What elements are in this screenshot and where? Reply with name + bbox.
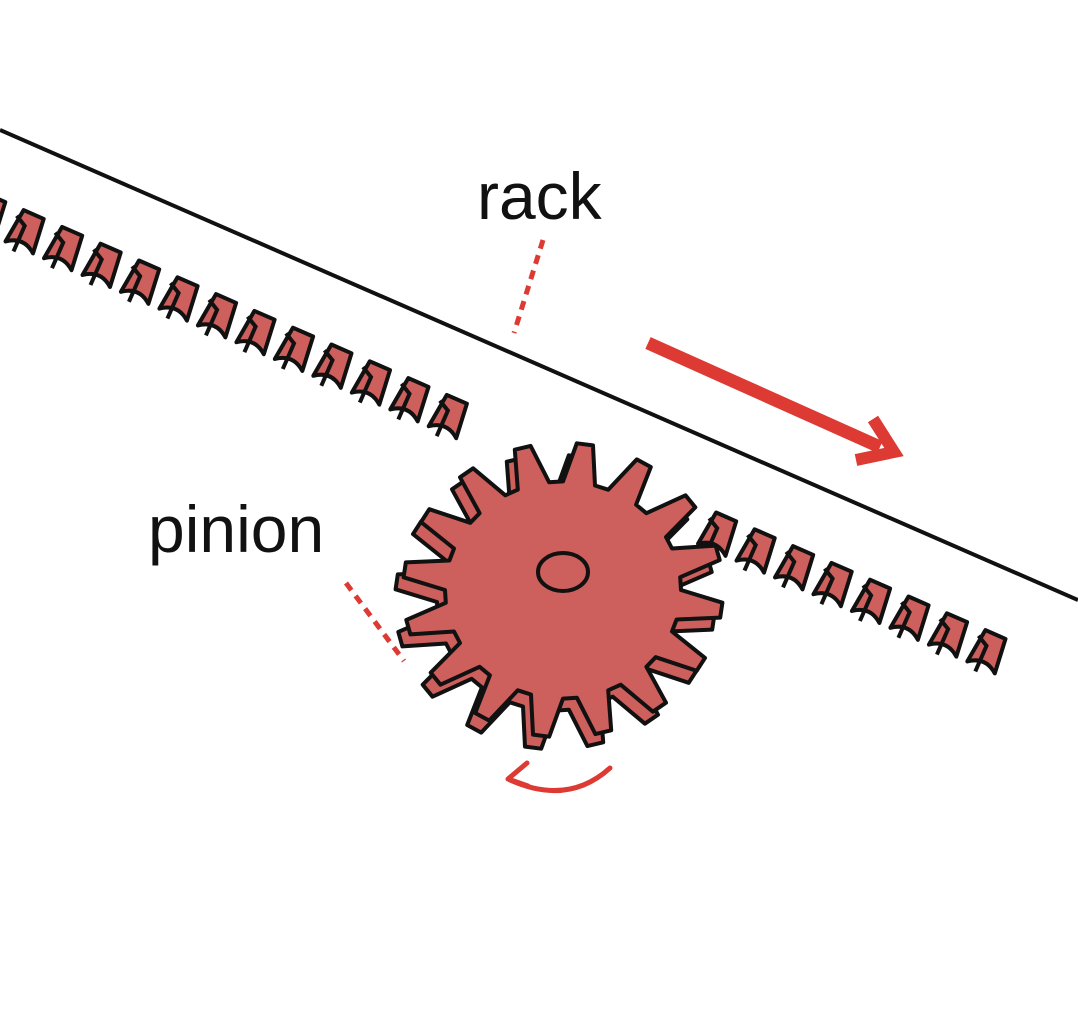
- rack-tooth: [849, 577, 893, 625]
- right-arrow-icon: [645, 337, 904, 466]
- rack-tooth-edge: [819, 567, 835, 606]
- rack-tooth-edge: [88, 248, 105, 286]
- rack-tooth: [388, 376, 431, 424]
- rack-tooth-edge: [165, 281, 181, 320]
- rack-tooth: [311, 342, 354, 390]
- rack-tooth-edge: [396, 382, 412, 421]
- pinion-leader-line: [343, 581, 407, 663]
- rack-tooth-edge: [973, 634, 989, 673]
- rack-tooth-edge: [204, 298, 220, 337]
- pinion-gear: [393, 441, 725, 751]
- rack-tooth-edge: [280, 332, 297, 370]
- rack-tooth: [118, 258, 162, 306]
- rack-tooth: [811, 560, 854, 609]
- rack-tooth: [234, 308, 277, 357]
- rack-tooth-edge: [896, 600, 912, 639]
- rack-tooth: [42, 224, 85, 273]
- rack-tooth-edge: [11, 214, 28, 253]
- rack-teeth: [0, 197, 1008, 676]
- rack-tooth-edge: [127, 264, 143, 303]
- rack-tooth-edge: [858, 584, 874, 622]
- rack-tooth: [195, 292, 239, 340]
- rack-tooth: [3, 208, 46, 256]
- rack-tooth-edge: [242, 315, 258, 354]
- rack-back-line: [0, 128, 1078, 602]
- rack-tooth: [773, 544, 816, 592]
- rack-tooth: [926, 611, 970, 659]
- rack-leader-line: [511, 239, 546, 334]
- rack-tooth: [272, 325, 316, 373]
- rack-tooth-edge: [357, 365, 374, 404]
- rack-tooth: [888, 594, 931, 642]
- rack-tooth: [426, 392, 469, 441]
- rack-tooth: [80, 241, 123, 289]
- rack-label: rack: [477, 159, 603, 233]
- rack-tooth: [349, 359, 392, 407]
- curved-arrow-icon: [505, 760, 613, 793]
- rack-tooth: [157, 275, 200, 323]
- rack-tooth: [734, 527, 777, 575]
- rack-tooth: [965, 628, 1008, 676]
- rack-tooth: [0, 197, 8, 226]
- rack-tooth-edge: [434, 399, 451, 438]
- pinion-hole: [536, 551, 590, 593]
- pinion-label: pinion: [148, 492, 324, 566]
- rack-tooth-edge: [781, 550, 797, 589]
- rack-tooth-edge: [742, 533, 759, 572]
- rack-tooth-edge: [935, 617, 951, 656]
- rack-tooth-edge: [50, 231, 66, 270]
- rack-tooth-edge: [319, 348, 335, 387]
